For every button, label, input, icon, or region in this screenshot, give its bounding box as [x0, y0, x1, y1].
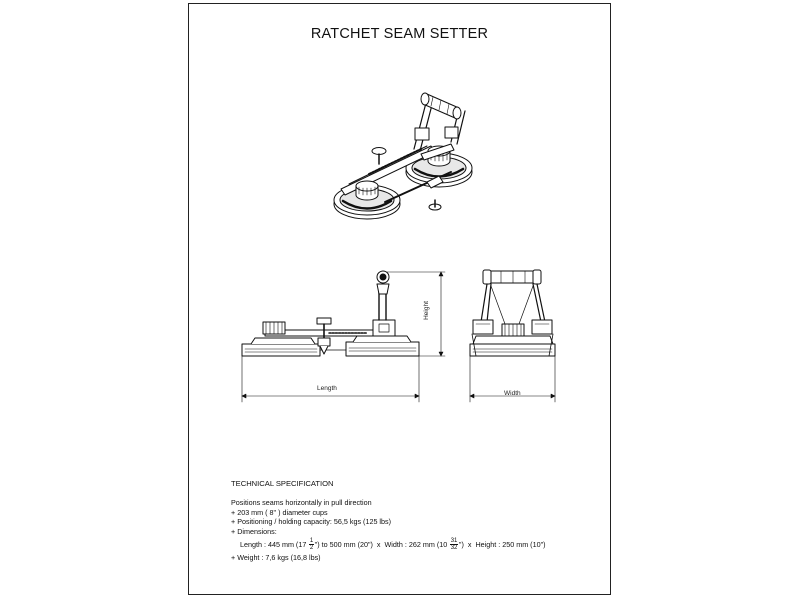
spec-line-cups: + 203 mm ( 8" ) diameter cups [231, 507, 328, 517]
page-title: RATCHET SEAM SETTER [310, 26, 489, 42]
width-value-post: ") [458, 539, 464, 549]
width-fraction-numerator: 31 [450, 537, 458, 546]
end-view [469, 269, 556, 403]
technical-drawing [241, 92, 556, 403]
spec-heading: TECHNICAL SPECIFICATION [231, 479, 334, 488]
width-fraction: 31 32 [450, 538, 458, 552]
isometric-view [333, 92, 473, 220]
length-value-pre: Length : 445 mm (17 [240, 539, 309, 549]
technical-specification: TECHNICAL SPECIFICATION Positions seams … [231, 479, 601, 562]
spec-line-description: Positions seams horizontally in pull dir… [231, 498, 372, 508]
length-fraction-denominator: 2 [309, 545, 314, 552]
width-fraction-denominator: 32 [450, 545, 458, 552]
height-value: Height : 250 mm (10") [475, 539, 546, 549]
length-value-post: ") to 500 mm (20") [314, 539, 373, 549]
width-value-pre: Width : 262 mm (10 [384, 539, 450, 549]
spec-line-weight: + Weight : 7,6 kgs (16,8 lbs) [231, 553, 321, 563]
length-label: Length [317, 385, 337, 392]
length-fraction-numerator: 1 [309, 537, 314, 546]
dimension-separator: x [372, 539, 385, 549]
spec-dimensions-values: Length : 445 mm (17 1 2 ") to 500 mm (20… [231, 536, 601, 553]
spec-line-dimensions: + Dimensions: [231, 526, 277, 536]
spec-line-capacity: + Positioning / holding capacity: 56,5 k… [231, 517, 392, 527]
document-sheet: RATCHET SEAM SETTER [188, 3, 611, 595]
dimension-separator: x [463, 539, 476, 549]
length-fraction: 1 2 [309, 537, 314, 552]
side-view [241, 270, 446, 403]
width-label: Width [504, 390, 521, 397]
height-label: Height [422, 301, 430, 320]
